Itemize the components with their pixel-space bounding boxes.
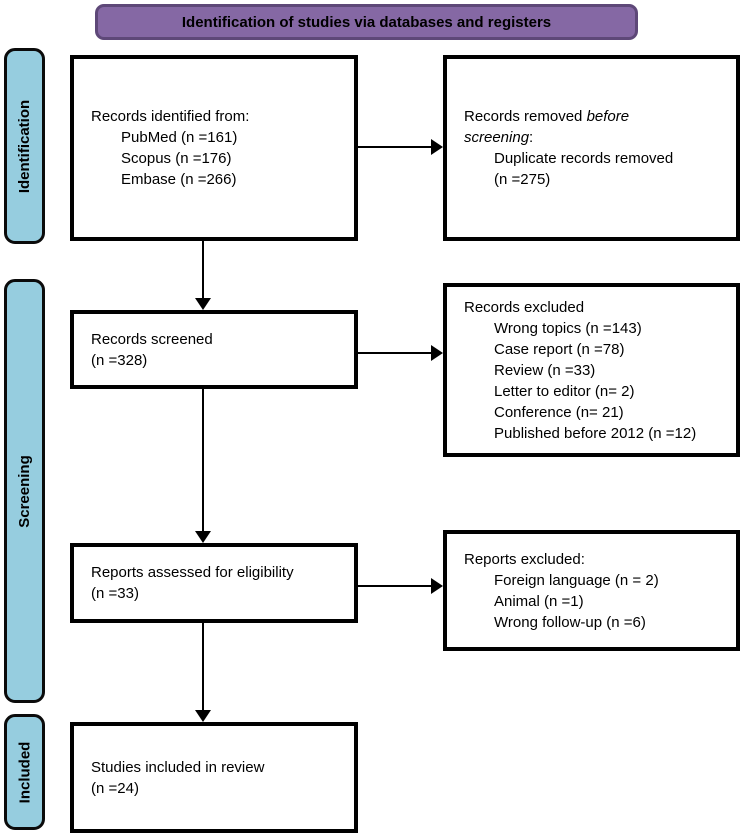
duplicates-removed-count: (n =275) [494,171,551,188]
records-removed-title-italic: before screening [464,108,630,146]
records-excluded-title: Records excluded [464,298,585,316]
excluded-review: Review (n =33) [494,361,596,379]
records-identified-pubmed: PubMed (n =161) [121,129,238,146]
box-records-excluded: Records excluded Wrong topics (n =143) C… [443,283,740,457]
banner-identification-via-databases: Identification of studies via databases … [95,4,638,40]
excluded-conference: Conference (n= 21) [494,403,624,421]
stage-label-included: Included [4,714,45,830]
banner-label: Identification of studies via databases … [181,13,552,31]
stage-screening-text: Screening [16,454,33,528]
arrow-down-icon [195,710,211,722]
duplicates-removed-line: Duplicate records removed [494,150,674,167]
stage-identification-text: Identification [16,99,33,193]
arrow-line-assessed-to-included [202,623,204,711]
records-removed-title-prefix: Records removed [464,108,587,125]
arrow-right-icon [431,578,443,594]
studies-included-line1: Studies included in review [91,758,265,776]
records-removed-title-colon: : [529,129,534,146]
stage-label-identification: Identification [4,48,45,244]
records-removed-title: Records removed before screening: [464,106,664,148]
reports-excluded-wrong-followup: Wrong follow-up (n =6) [494,613,646,631]
records-screened-line1: Records screened [91,330,213,348]
reports-excluded-foreign-language: Foreign language (n = 2) [494,571,659,589]
records-identified-embase: Embase (n =266) [121,171,237,188]
arrow-line-identified-to-screened [202,241,204,299]
reports-excluded-title: Reports excluded: [464,550,585,568]
stage-label-screening: Screening [4,279,45,703]
box-records-screened: Records screened (n =328) [70,310,358,389]
arrow-line-screened-to-excluded [358,352,432,354]
excluded-letter-to-editor: Letter to editor (n= 2) [494,382,635,400]
stage-included-text: Included [16,741,34,803]
records-screened-count: (n =328) [91,351,148,369]
records-identified-scopus: Scopus (n =176) [121,150,232,167]
records-identified-title: Records identified from: [91,108,250,125]
arrow-line-assessed-to-reports-excluded [358,585,432,587]
excluded-wrong-topics: Wrong topics (n =143) [494,319,642,337]
reports-excluded-animal: Animal (n =1) [494,592,584,610]
box-studies-included: Studies included in review (n =24) [70,722,358,833]
excluded-published-before-2012: Published before 2012 (n =12) [494,424,697,442]
box-records-removed-before-screening: Records removed before screening: Duplic… [443,55,740,241]
box-reports-assessed: Reports assessed for eligibility (n =33) [70,543,358,623]
arrow-line-screened-to-assessed [202,389,204,532]
box-records-identified: Records identified from: PubMed (n =161)… [70,55,358,241]
arrow-right-icon [431,139,443,155]
arrow-line-identified-to-removed [358,146,432,148]
reports-assessed-line1: Reports assessed for eligibility [91,564,294,581]
arrow-down-icon [195,298,211,310]
excluded-case-report: Case report (n =78) [494,340,625,358]
arrow-right-icon [431,345,443,361]
studies-included-count: (n =24) [91,779,139,797]
arrow-down-icon [195,531,211,543]
box-reports-excluded: Reports excluded: Foreign language (n = … [443,530,740,651]
reports-assessed-count: (n =33) [91,585,139,602]
